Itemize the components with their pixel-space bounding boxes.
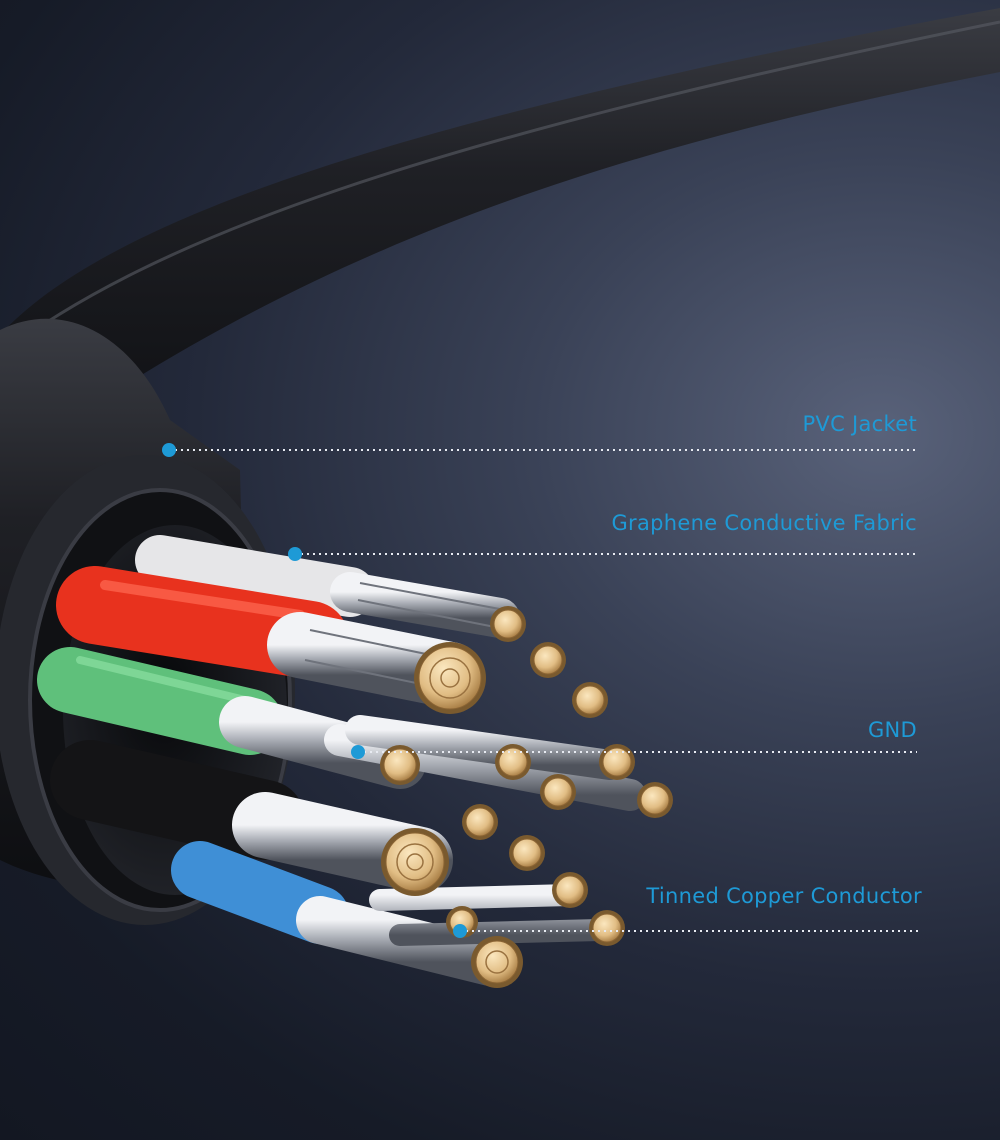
callout-gnd: [351, 745, 917, 759]
callout-pvc-jacket: [162, 443, 917, 457]
dot-marker-icon: [351, 745, 365, 759]
label-pvc-jacket: PVC Jacket: [802, 412, 917, 436]
strand-bundle-4: [495, 744, 531, 780]
pvc-jacket-highlight: [0, 20, 1000, 357]
wire-white: [135, 535, 520, 638]
strand-bundle-9: [509, 835, 545, 871]
strand-bundle-5: [599, 744, 635, 780]
strand-bundle-7: [637, 782, 673, 818]
strand-bundle-6: [540, 774, 576, 810]
strand-bundle-10: [552, 872, 588, 908]
callout-tinned-copper: [453, 924, 922, 938]
pvc-jacket-cable: [0, 8, 1000, 470]
strand-bundle-2: [530, 642, 566, 678]
strand-bundle-1: [490, 606, 526, 642]
strand-bundle-main-black: [381, 828, 449, 896]
dot-marker-icon: [162, 443, 176, 457]
dot-marker-icon: [288, 547, 302, 561]
strand-bundle-main-red: [414, 642, 486, 714]
strand-bundle-8: [462, 804, 498, 840]
wire-blue: [171, 841, 611, 986]
strand-bundle-3: [572, 682, 608, 718]
strand-bundle-gnd: [380, 745, 420, 785]
label-graphene-conductive-fabric: Graphene Conductive Fabric: [611, 511, 917, 535]
strand-bundle-main-blue: [471, 936, 523, 988]
label-tinned-copper-conductor: Tinned Copper Conductor: [646, 884, 922, 908]
callout-graphene-fabric: [288, 547, 917, 561]
strand-bundle-11: [589, 910, 625, 946]
label-gnd: GND: [867, 718, 917, 742]
dot-marker-icon: [453, 924, 467, 938]
